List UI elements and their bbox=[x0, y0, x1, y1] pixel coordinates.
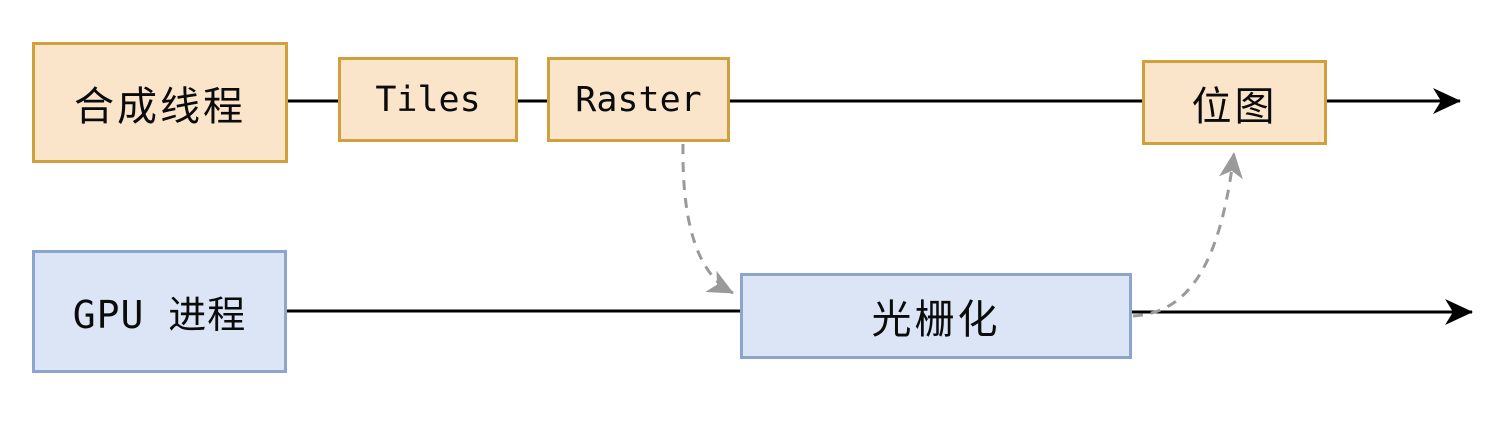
node-tiles: Tiles bbox=[338, 57, 518, 142]
node-rasterize-label: 光栅化 bbox=[871, 297, 1001, 343]
node-raster: Raster bbox=[547, 57, 730, 142]
edge-rasterize-to-bitmap-dashed bbox=[1132, 152, 1243, 318]
node-bitmap: 位图 bbox=[1142, 60, 1327, 145]
node-raster-label: Raster bbox=[575, 79, 702, 120]
node-tiles-label: Tiles bbox=[375, 79, 481, 120]
node-gpu-process: GPU 进程 bbox=[32, 250, 287, 373]
node-gpu-process-label: GPU 进程 bbox=[72, 293, 247, 337]
node-bitmap-label: 位图 bbox=[1191, 83, 1278, 130]
node-rasterize: 光栅化 bbox=[740, 273, 1132, 359]
edge-raster-to-rasterize-dashed bbox=[681, 143, 734, 295]
node-compositor-thread: 合成线程 bbox=[32, 42, 288, 163]
node-compositor-thread-label: 合成线程 bbox=[74, 83, 246, 130]
